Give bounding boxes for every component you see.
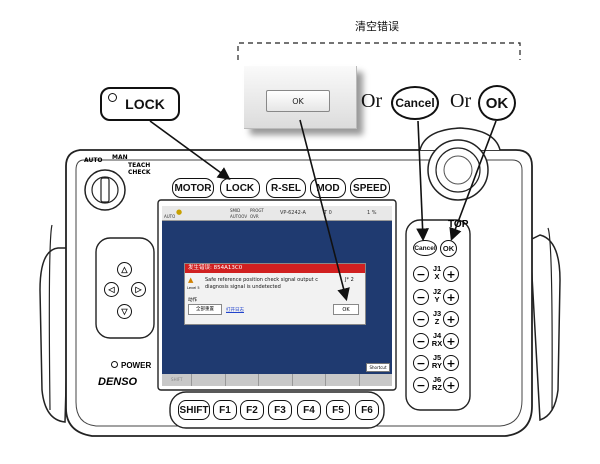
f4-key[interactable]: F4 bbox=[297, 400, 321, 420]
minus-icon[interactable]: − bbox=[413, 355, 429, 371]
side-ok-key[interactable]: OK bbox=[440, 240, 457, 257]
status-auto: AUTO bbox=[164, 214, 176, 219]
plus-icon[interactable]: + bbox=[443, 333, 459, 349]
error-message-1: Safe reference position check signal out… bbox=[205, 277, 318, 283]
motor-key[interactable]: MOTOR bbox=[172, 178, 214, 198]
minus-icon[interactable]: − bbox=[413, 377, 429, 393]
error-dialog: 发生错误: 854A13C0 ▲ Level 5 Safe reference … bbox=[184, 263, 366, 325]
status-mode-b: AUTOOV bbox=[230, 214, 248, 219]
f5-key[interactable]: F5 bbox=[326, 400, 350, 420]
error-level: Level 5 bbox=[187, 286, 200, 290]
callout-lock-key[interactable]: LOCK bbox=[100, 87, 180, 121]
error-title: 发生错误: 854A13C0 bbox=[185, 264, 365, 273]
brand-logo: DENSO bbox=[98, 376, 138, 388]
plus-icon[interactable]: + bbox=[443, 289, 459, 305]
f1-key[interactable]: F1 bbox=[213, 400, 237, 420]
callout-ok-key[interactable]: OK bbox=[478, 85, 516, 121]
softkey-bar: SHIFT bbox=[162, 374, 392, 386]
or-text-2: Or bbox=[450, 90, 472, 112]
warning-icon: ▲ bbox=[188, 276, 194, 284]
minus-icon[interactable]: − bbox=[413, 333, 429, 349]
status-prog-b: OVR bbox=[250, 214, 259, 219]
led-icon bbox=[108, 93, 117, 102]
dpad-right-icon[interactable]: ▷ bbox=[131, 282, 146, 297]
mode-teach-label: TEACH CHECK bbox=[128, 162, 151, 176]
plus-icon[interactable]: + bbox=[443, 266, 459, 282]
lock-key[interactable]: LOCK bbox=[220, 178, 260, 198]
status-tool: T 0 bbox=[324, 210, 332, 216]
callout-bracket bbox=[237, 42, 521, 60]
status-prog-a: PROGT bbox=[250, 208, 264, 213]
reset-all-button[interactable]: 全部重置 bbox=[188, 304, 222, 315]
dialog-ok-button[interactable]: OK bbox=[333, 304, 359, 315]
or-text-1: Or bbox=[361, 90, 383, 112]
speed-key[interactable]: SPEED bbox=[350, 178, 390, 198]
f2-key[interactable]: F2 bbox=[240, 400, 264, 420]
mode-auto-label: AUTO bbox=[84, 157, 103, 164]
plus-icon[interactable]: + bbox=[443, 377, 459, 393]
plus-icon[interactable]: + bbox=[443, 355, 459, 371]
stop-label: TOP bbox=[448, 219, 469, 230]
dpad-down-icon[interactable]: ▽ bbox=[117, 304, 132, 319]
callout-cancel-key[interactable]: Cancel bbox=[391, 86, 439, 120]
softkey-f1[interactable] bbox=[192, 374, 226, 386]
minus-icon[interactable]: − bbox=[413, 266, 429, 282]
status-speed: 1 % bbox=[367, 210, 377, 216]
minus-icon[interactable]: − bbox=[413, 311, 429, 327]
callout-heading: 清空错误 bbox=[355, 20, 399, 33]
status-model: VP-6242-A bbox=[280, 210, 306, 216]
status-bar: AUTO ● SMID AUTOOV PROGT OVR VP-6242-A T… bbox=[162, 206, 392, 221]
f6-key[interactable]: F6 bbox=[355, 400, 379, 420]
softkey-f2[interactable] bbox=[226, 374, 260, 386]
softkey-f3[interactable] bbox=[259, 374, 293, 386]
side-cancel-key[interactable]: Cancel bbox=[413, 240, 437, 256]
softkey-f4[interactable] bbox=[293, 374, 327, 386]
open-log-link[interactable]: 打开日志 bbox=[226, 308, 244, 313]
softkey-shift[interactable]: SHIFT bbox=[162, 374, 193, 386]
bulb-icon: ● bbox=[176, 208, 183, 216]
minus-icon[interactable]: − bbox=[413, 289, 429, 305]
error-message-2: diagnosis signal is undetected bbox=[205, 284, 281, 290]
power-indicator: POWER bbox=[111, 361, 151, 370]
softkey-f5[interactable] bbox=[326, 374, 360, 386]
plus-icon[interactable]: + bbox=[443, 311, 459, 327]
action-label: 动作 bbox=[188, 298, 197, 303]
f3-key[interactable]: F3 bbox=[268, 400, 292, 420]
error-message-tail: J* 2 bbox=[345, 277, 354, 283]
softkey-f6[interactable] bbox=[360, 374, 392, 386]
status-mode-a: SMID bbox=[230, 208, 241, 213]
power-led-icon bbox=[111, 361, 118, 368]
mode-man-label: MAN bbox=[112, 154, 128, 161]
dpad-left-icon[interactable]: ◁ bbox=[104, 282, 119, 297]
shortcut-button[interactable]: Shortcut bbox=[366, 363, 390, 372]
shift-key[interactable]: SHIFT bbox=[178, 400, 210, 420]
teach-pendant-screen: AUTO ● SMID AUTOOV PROGT OVR VP-6242-A T… bbox=[162, 206, 392, 386]
dpad: △ ◁ ▷ ▽ bbox=[104, 262, 146, 322]
zoomed-ok-panel: OK bbox=[244, 66, 357, 129]
mode-key[interactable]: MOD bbox=[310, 178, 346, 198]
robot-select-key[interactable]: R-SEL bbox=[266, 178, 306, 198]
dpad-up-icon[interactable]: △ bbox=[117, 262, 132, 277]
zoomed-ok-button[interactable]: OK bbox=[266, 90, 330, 112]
